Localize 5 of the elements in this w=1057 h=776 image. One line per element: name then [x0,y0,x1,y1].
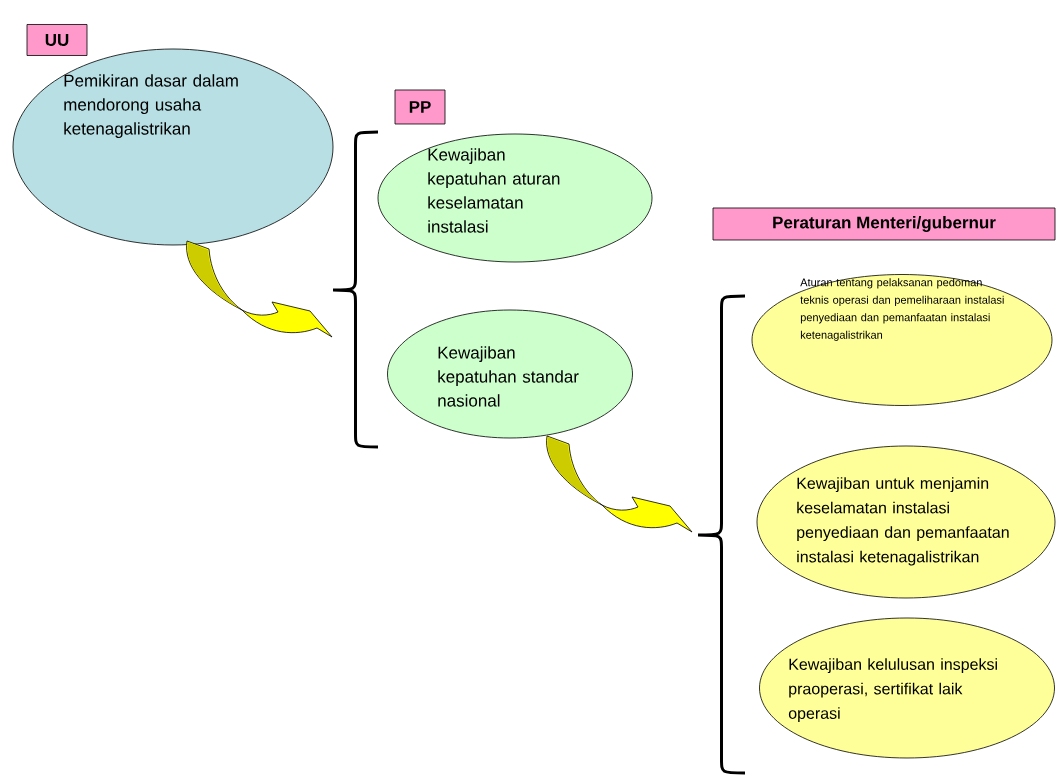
curved-arrow [546,435,693,533]
curved-arrow [186,240,333,338]
title-box: Peraturan Menteri/gubernur [712,207,1056,241]
title-box: UU [26,24,88,56]
title-box: PP [394,89,446,125]
